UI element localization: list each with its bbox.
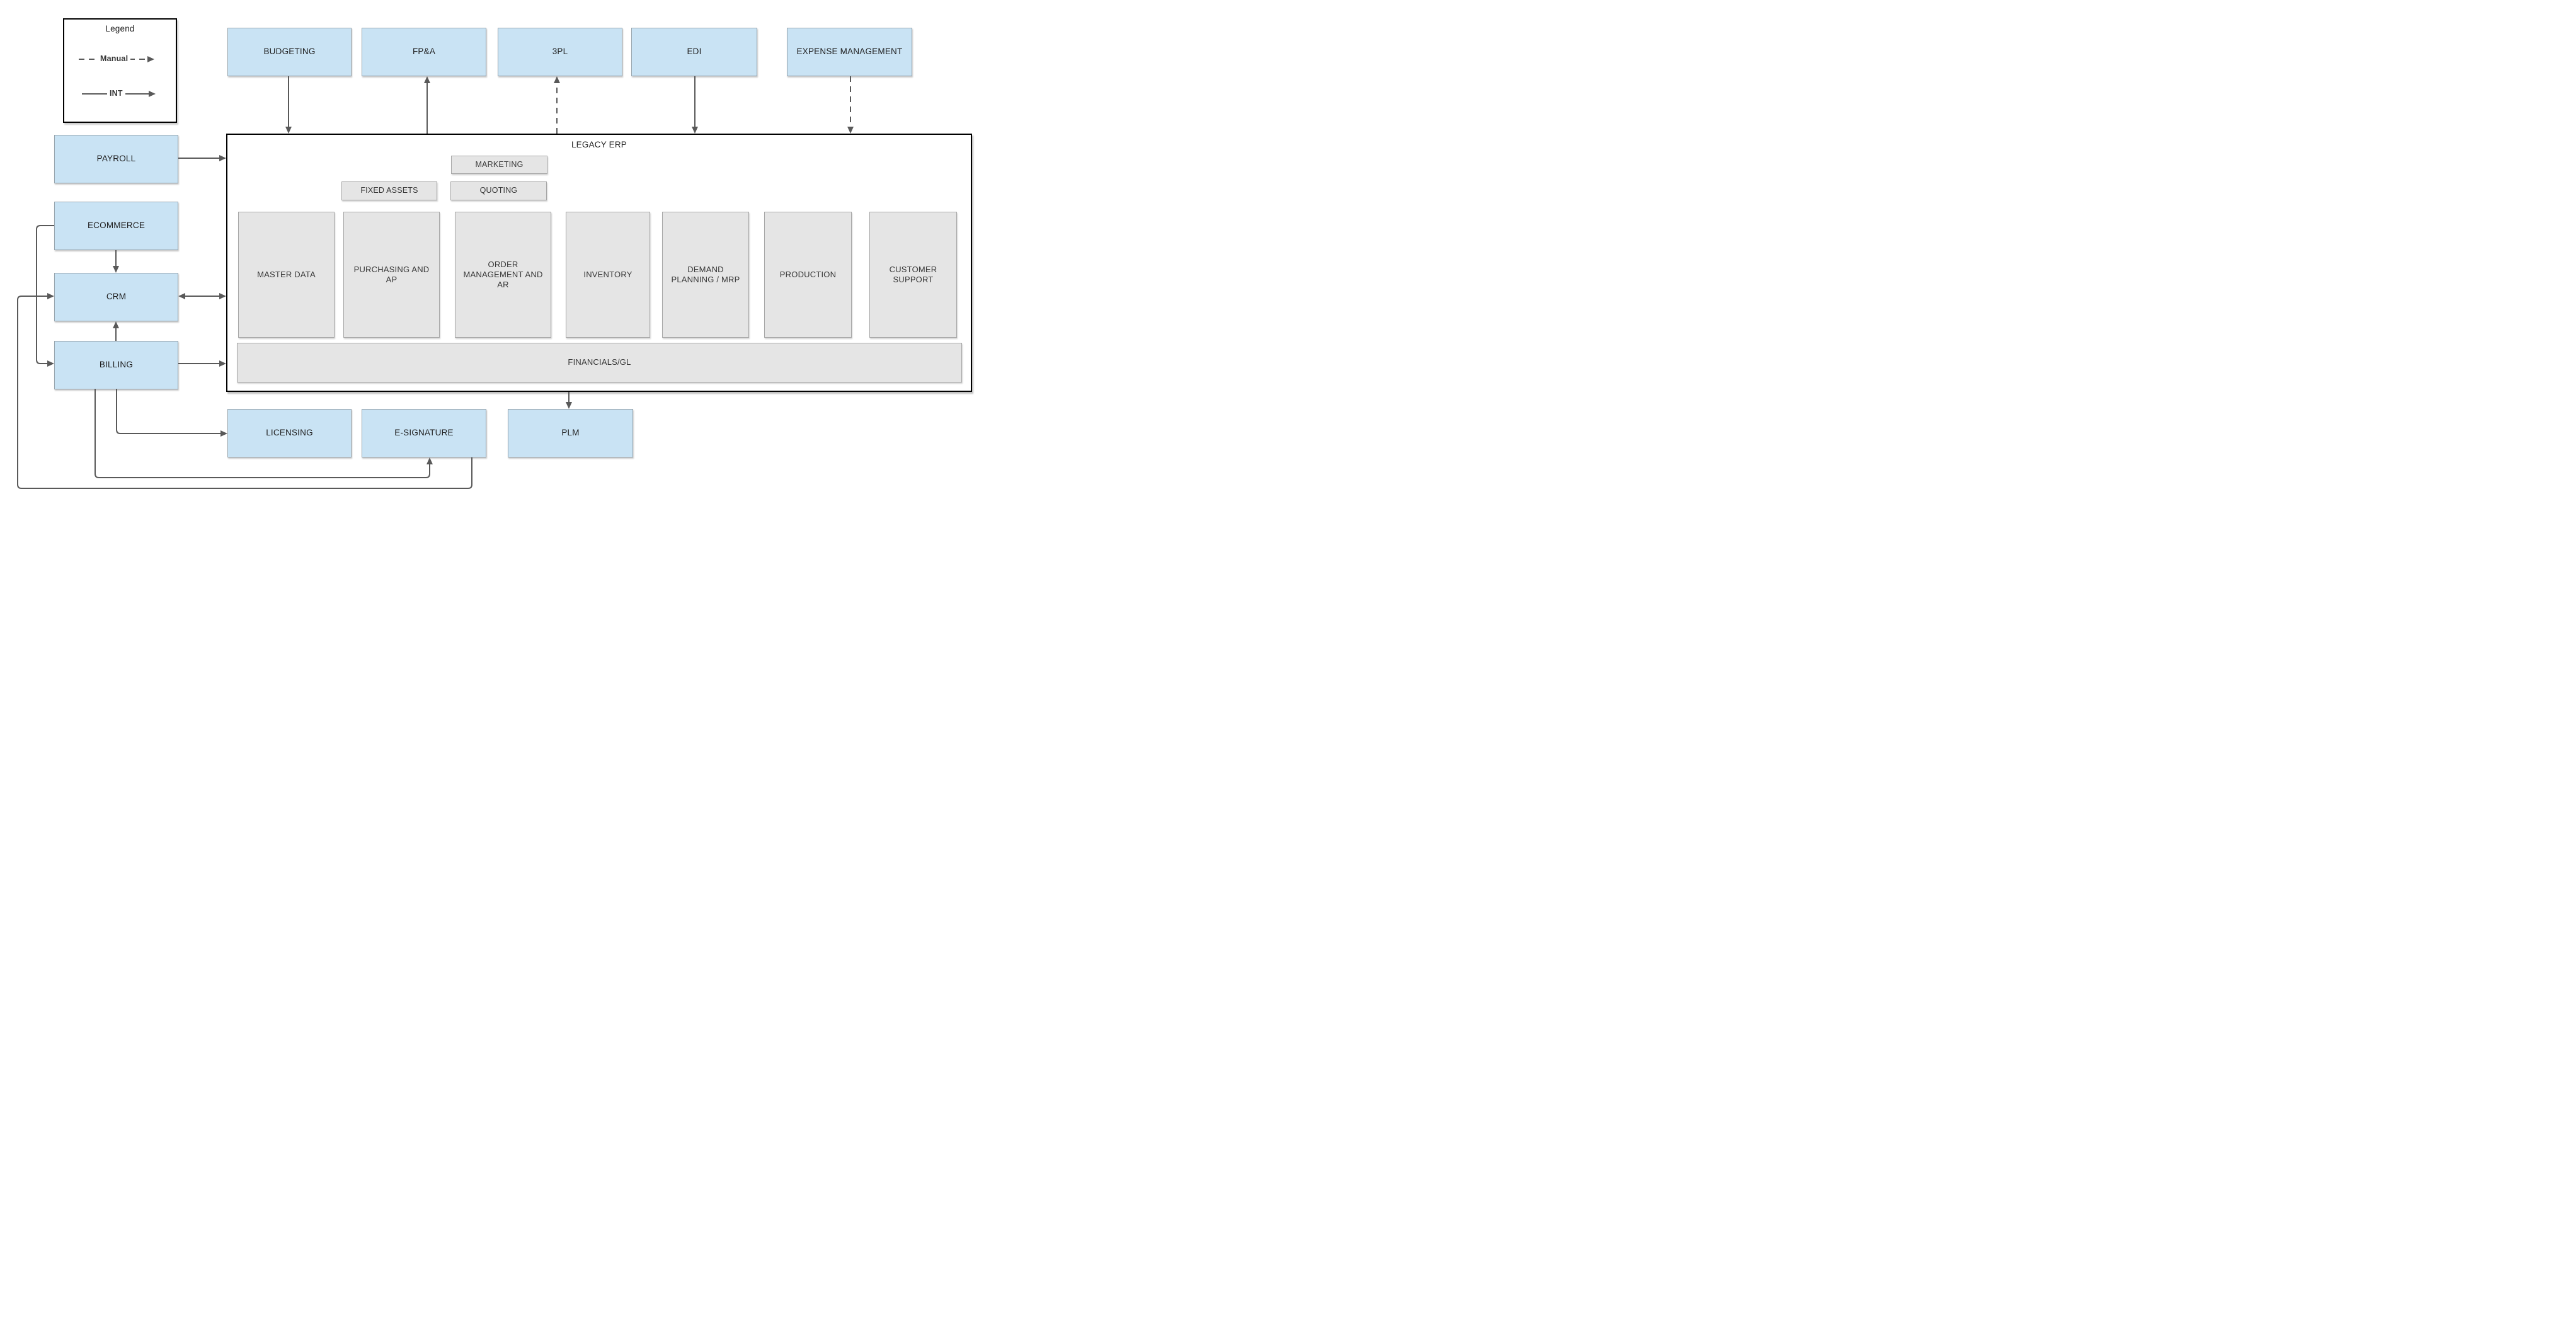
node-e-signature: E-SIGNATURE — [362, 409, 486, 457]
node-expense-management: EXPENSE MANAGEMENT — [787, 28, 912, 76]
node-fpa: FP&A — [362, 28, 486, 76]
node-payroll: PAYROLL — [54, 135, 178, 183]
erp-integration-diagram: Legend Manual INT BUDGETING FP&A 3PL EDI… — [0, 0, 983, 506]
module-production: PRODUCTION — [764, 212, 852, 338]
legend-title: Legend — [105, 24, 135, 33]
legacy-erp-title: LEGACY ERP — [571, 140, 627, 149]
module-purchasing-ap: PURCHASING AND AP — [343, 212, 440, 338]
module-fixed-assets: FIXED ASSETS — [341, 181, 437, 200]
module-order-management-ar: ORDER MANAGEMENT AND AR — [455, 212, 551, 338]
module-quoting: QUOTING — [450, 181, 547, 200]
node-edi: EDI — [631, 28, 757, 76]
legend-manual-label: Manual — [98, 54, 131, 63]
module-inventory: INVENTORY — [566, 212, 650, 338]
node-licensing: LICENSING — [227, 409, 352, 457]
node-plm: PLM — [508, 409, 633, 457]
module-demand-planning-mrp: DEMAND PLANNING / MRP — [662, 212, 749, 338]
node-billing: BILLING — [54, 341, 178, 389]
node-budgeting: BUDGETING — [227, 28, 352, 76]
node-3pl: 3PL — [498, 28, 622, 76]
legend-box — [63, 18, 177, 123]
module-financials-gl: FINANCIALS/GL — [237, 343, 962, 382]
module-master-data: MASTER DATA — [238, 212, 335, 338]
legend-int-label: INT — [107, 89, 125, 98]
module-marketing: MARKETING — [451, 156, 547, 174]
node-ecommerce: ECOMMERCE — [54, 202, 178, 250]
connection-ecommerce-billing-route — [36, 225, 54, 367]
connection-billing-licensing — [116, 389, 227, 437]
node-crm: CRM — [54, 273, 178, 321]
module-customer-support: CUSTOMER SUPPORT — [869, 212, 957, 338]
